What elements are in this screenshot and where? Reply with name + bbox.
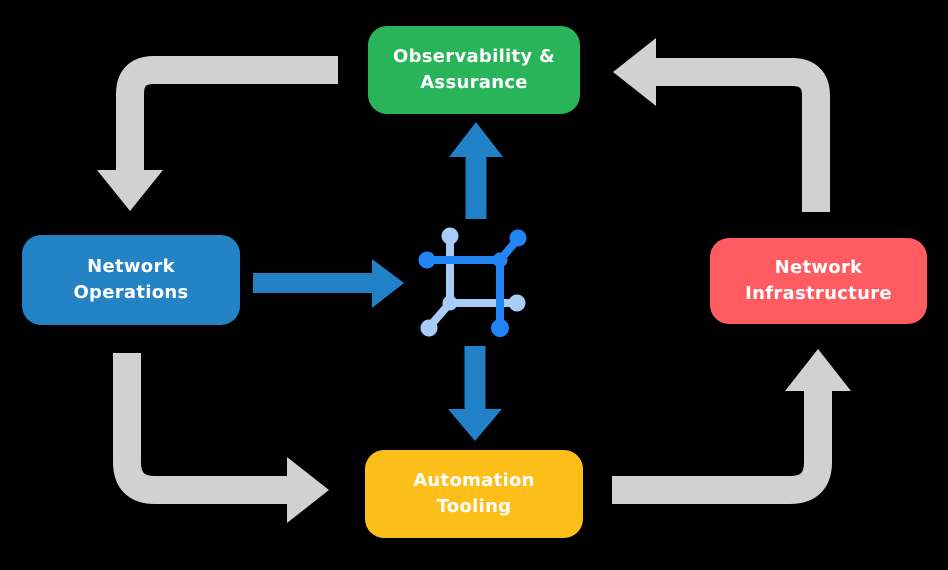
node-network-infrastructure-label: Network Infrastructure <box>745 257 892 304</box>
node-network-infrastructure: Network Infrastructure <box>710 238 927 324</box>
node-dot-top <box>441 227 459 245</box>
node-network-operations-label: Network Operations <box>73 256 189 303</box>
node-dot-top-right <box>509 229 527 247</box>
node-observability-assurance-label: Observability & Assurance <box>392 46 556 93</box>
arrow-center-to-observability <box>449 122 503 219</box>
node-dot-bottom <box>491 319 509 337</box>
node-dot-bottom-left <box>420 319 438 337</box>
node-network-operations: Network Operations <box>22 235 240 325</box>
node-automation-tooling: Automation Tooling <box>365 450 583 538</box>
node-automation-tooling-label: Automation Tooling <box>413 470 535 517</box>
node-observability-assurance: Observability & Assurance <box>368 26 580 114</box>
node-dot-left <box>418 251 436 269</box>
node-dot-right <box>508 294 526 312</box>
arrow-observability-to-operations <box>97 56 338 211</box>
arrow-operations-to-center <box>253 259 404 308</box>
arrow-operations-to-automation <box>113 353 329 523</box>
arrow-infrastructure-to-observability <box>613 38 830 212</box>
network-fabric-icon <box>418 227 527 337</box>
arrow-automation-to-infrastructure <box>612 349 851 504</box>
arrow-center-to-automation <box>448 346 502 441</box>
